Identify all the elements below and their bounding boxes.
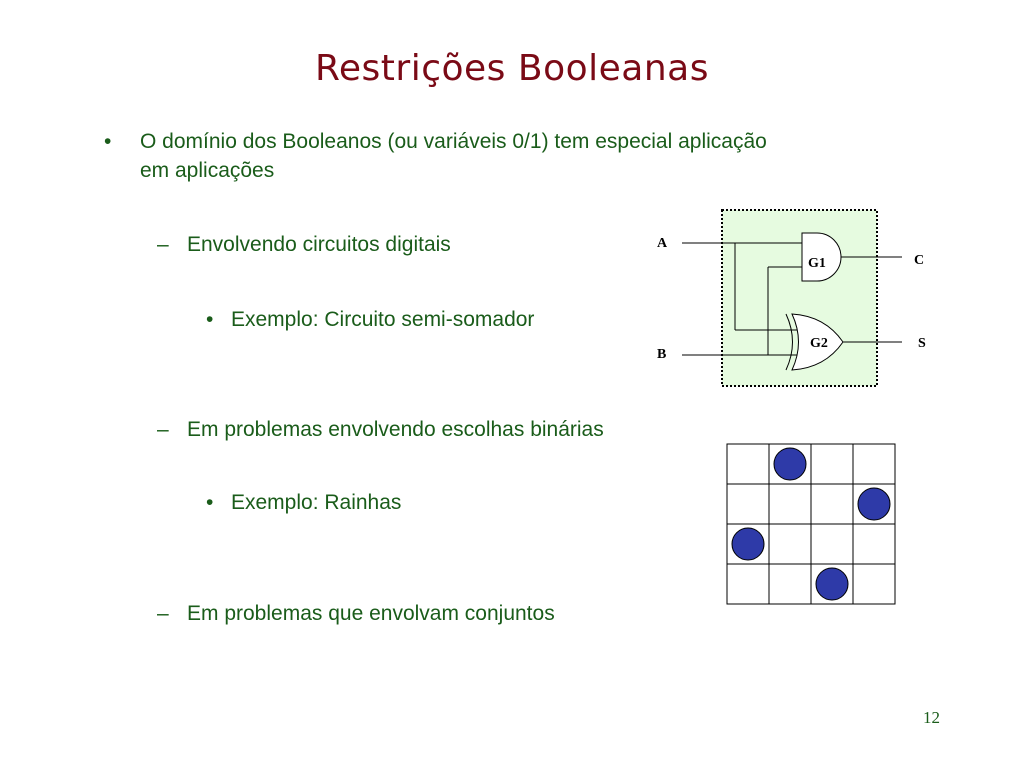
output-c-label: C <box>914 253 924 268</box>
board-cell <box>726 563 770 605</box>
board-cell <box>810 523 854 565</box>
xor-gate-input-arc <box>785 313 793 371</box>
circuit-wires <box>682 242 902 356</box>
example-queens: Exemplo: Rainhas <box>231 491 402 514</box>
board-cell <box>768 563 812 605</box>
gate-g1-label: G1 <box>808 256 826 271</box>
slide-title: Restrições Booleanas <box>315 48 709 89</box>
queen-piece <box>857 487 891 521</box>
bullet-mark: • <box>104 130 112 153</box>
board-cell <box>726 443 770 485</box>
board-cell <box>768 483 812 525</box>
queen-piece <box>731 527 765 561</box>
xor-gate-g2 <box>791 313 844 371</box>
board-cell <box>810 443 854 485</box>
main-bullet-text-line1: O domínio dos Booleanos (ou variáveis 0/… <box>140 130 767 153</box>
dash-mark: – <box>157 418 169 441</box>
board-cell <box>768 523 812 565</box>
sub-bullet-circuits: Envolvendo circuitos digitais <box>187 233 451 256</box>
queen-piece <box>815 567 849 601</box>
gate-g2-label: G2 <box>810 336 828 351</box>
sub-bullet-binary-choices: Em problemas envolvendo escolhas binária… <box>187 418 604 441</box>
queens-board <box>726 443 896 605</box>
page-number: 12 <box>923 708 940 727</box>
main-bullet-text-line2: em aplicações <box>140 159 275 182</box>
output-s-label: S <box>918 336 926 351</box>
board-cell <box>852 563 896 605</box>
board-cell <box>852 523 896 565</box>
input-a-label: A <box>657 236 668 251</box>
dash-mark: – <box>157 233 169 256</box>
dash-mark: – <box>157 602 169 625</box>
half-adder-circuit: A B G1 G2 C S <box>657 209 926 387</box>
bullet-mark: • <box>206 308 214 331</box>
board-cell <box>852 443 896 485</box>
and-gate-g1 <box>801 232 842 282</box>
queen-piece <box>773 447 807 481</box>
input-b-label: B <box>657 347 666 362</box>
example-half-adder: Exemplo: Circuito semi-somador <box>231 308 535 331</box>
board-cell <box>726 483 770 525</box>
bullet-mark: • <box>206 491 214 514</box>
board-cell <box>810 483 854 525</box>
sub-bullet-sets: Em problemas que envolvam conjuntos <box>187 602 555 625</box>
